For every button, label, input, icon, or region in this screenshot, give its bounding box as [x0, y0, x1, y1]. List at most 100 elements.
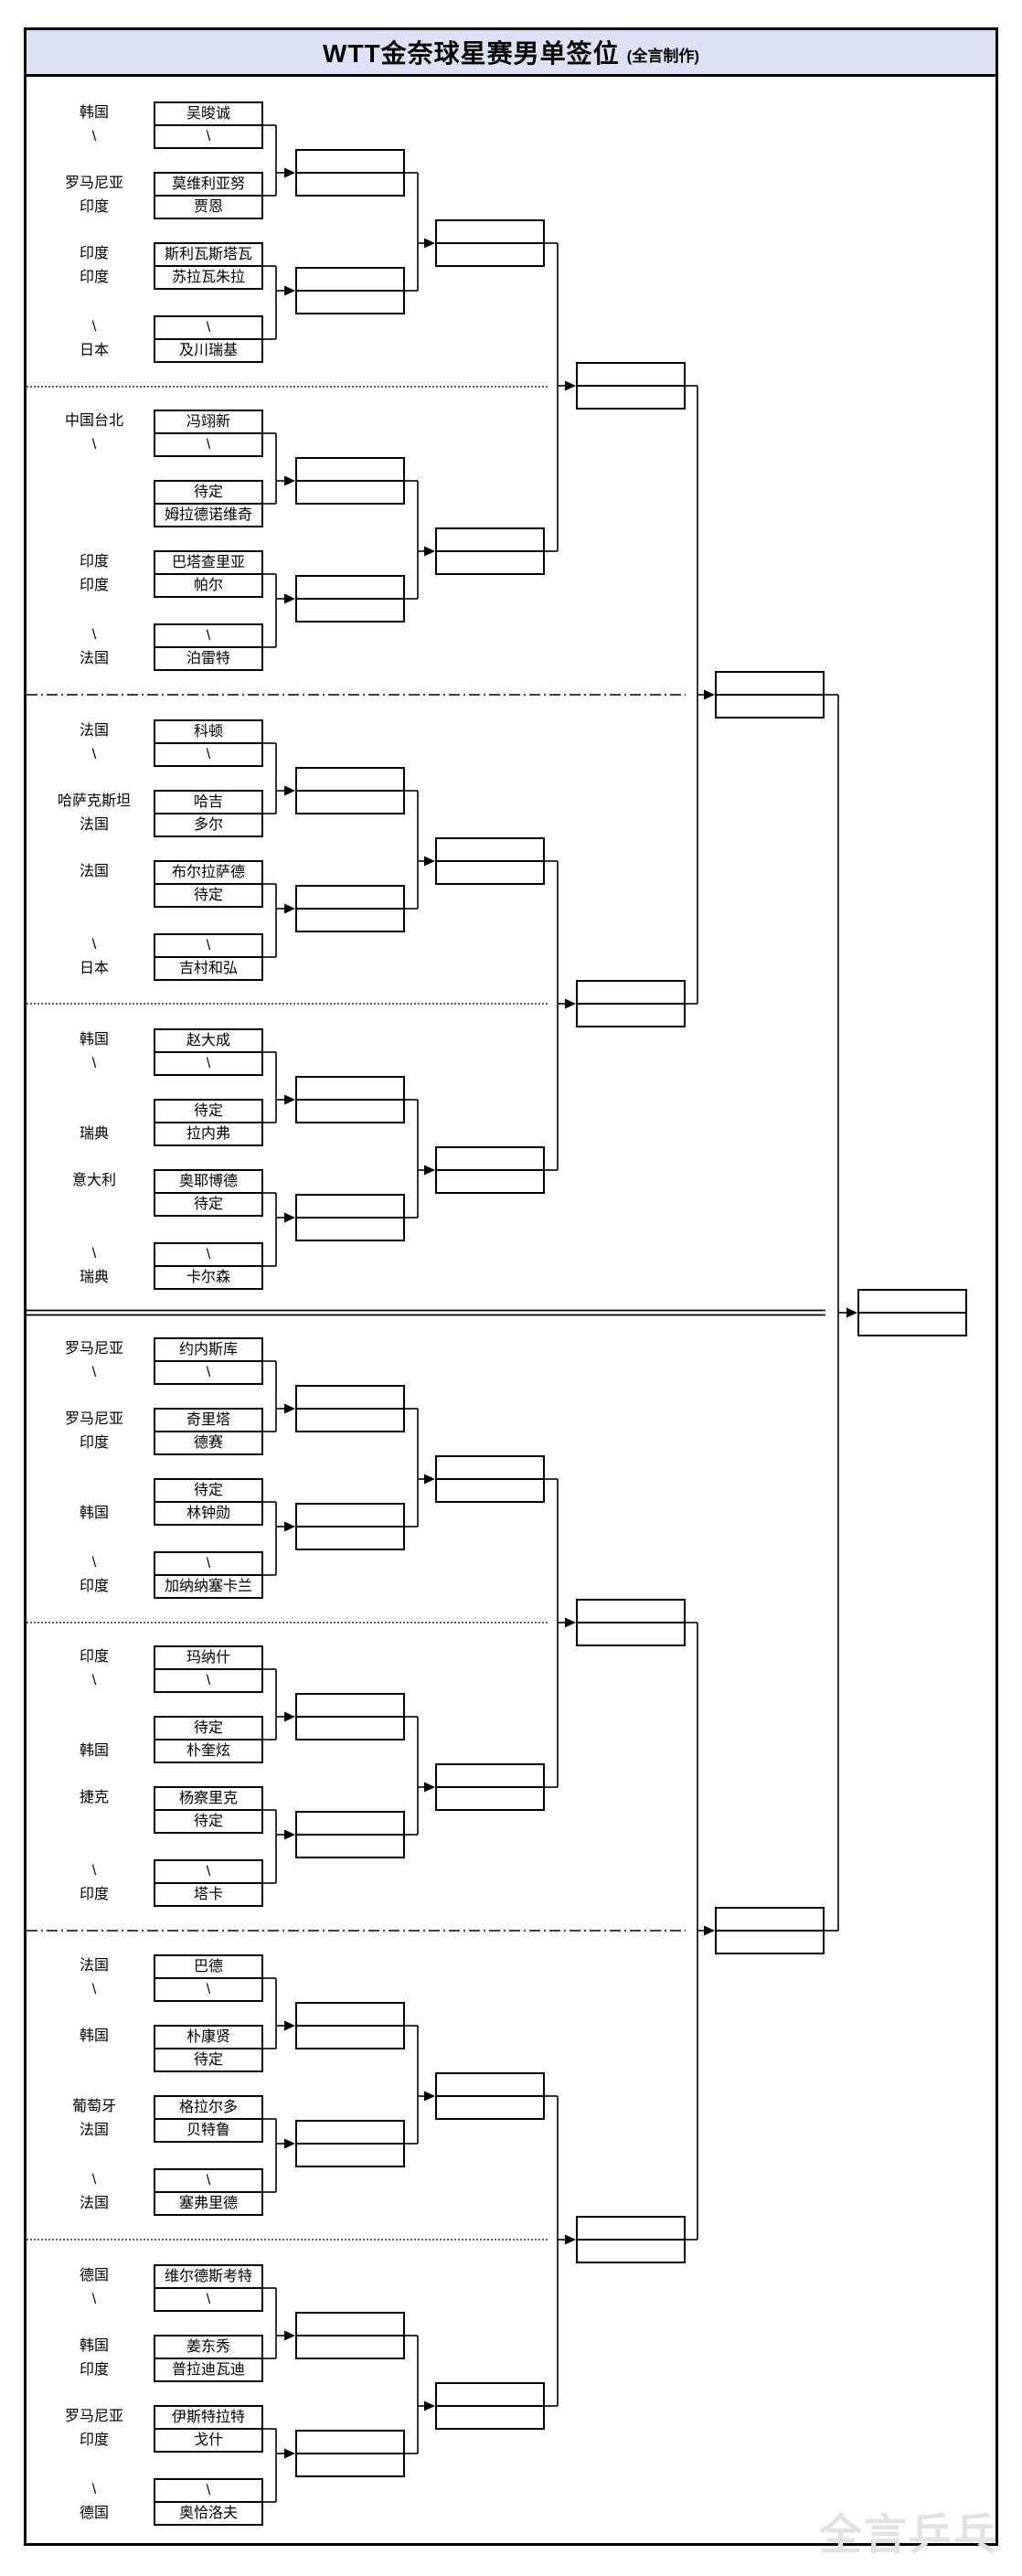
empty-slot-cell: [297, 1505, 403, 1526]
arrowhead-icon: [284, 593, 295, 604]
arrowhead-icon: [565, 998, 576, 1009]
empty-slot-cell: [578, 1003, 684, 1026]
player-cell: 伊斯特拉特: [171, 2410, 245, 2425]
empty-slot-cell: [297, 887, 403, 908]
country-label: \: [91, 1246, 97, 1261]
r3-pair-box: [435, 527, 545, 575]
r2-pair-box: [295, 457, 405, 505]
r1-pair-box: 奇里塔德赛: [154, 1408, 263, 1455]
country-label: 法国: [79, 1958, 109, 1974]
empty-slot-cell: [297, 1196, 403, 1217]
country-label: 韩国: [79, 1032, 109, 1048]
player-cell: 赵大成: [186, 1033, 230, 1048]
r1-pair-box: 姜东秀普拉迪瓦迪: [154, 2335, 263, 2382]
player-cell: 布尔拉萨德: [171, 865, 245, 880]
empty-slot-cell: [297, 151, 403, 172]
player-cell: 林钟勋: [155, 1501, 261, 1524]
country-label: \: [91, 2292, 97, 2307]
empty-slot-cell: [297, 1813, 403, 1834]
country-label: 法国: [79, 2123, 109, 2138]
quarterfinal-pair-box: [576, 362, 686, 410]
country-label: 捷克: [79, 1790, 109, 1805]
semifinal-pair-box: [715, 671, 825, 719]
player-cell: 苏拉瓦朱拉: [155, 265, 261, 288]
empty-slot-cell: [859, 1312, 965, 1335]
country-label: 印度: [79, 554, 109, 569]
empty-slot-cell: [297, 172, 403, 195]
empty-slot-cell: [297, 2432, 403, 2453]
final-pair-box: [857, 1289, 967, 1336]
country-label: 瑞典: [79, 1126, 109, 1142]
r1-pair-box: 科顿\: [154, 719, 263, 767]
player-cell: 待定: [155, 2048, 261, 2070]
country-label: \: [91, 1056, 97, 1071]
empty-slot-cell: [437, 1457, 543, 1478]
arrowhead-icon: [424, 1474, 435, 1485]
empty-slot-cell: [437, 860, 543, 883]
empty-slot-cell: [437, 839, 543, 860]
empty-slot-cell: [717, 694, 823, 717]
country-label: 印度: [79, 1579, 109, 1594]
r1-pair-box: 待定林钟勋: [154, 1478, 263, 1526]
r1-pair-box: 吴晙诚\: [154, 101, 263, 149]
arrowhead-icon: [565, 2234, 576, 2245]
r1-pair-box: \塔卡: [154, 1859, 263, 1907]
r3-pair-box: [435, 1455, 545, 1503]
player-cell: 待定: [155, 883, 261, 906]
player-cell: 待定: [193, 1720, 223, 1736]
r2-pair-box: [295, 149, 405, 197]
arrowhead-icon: [424, 1165, 435, 1176]
r1-pair-box: \奥恰洛夫: [154, 2478, 263, 2526]
player-cell: 莫维利亚努: [171, 176, 245, 192]
r1-pair-box: 朴康贤待定: [154, 2025, 263, 2072]
country-label: 韩国: [79, 2338, 109, 2354]
r3-pair-box: [435, 2072, 545, 2120]
r2-pair-box: [295, 1811, 405, 1858]
player-cell: 拉内弗: [155, 1122, 261, 1144]
country-label: 印度: [79, 578, 109, 593]
arrowhead-icon: [284, 1403, 295, 1414]
arrowhead-icon: [704, 689, 715, 700]
r1-pair-box: \泊雷特: [154, 623, 263, 671]
country-label: 印度: [79, 1435, 109, 1451]
country-label: 韩国: [79, 1506, 109, 1521]
arrowhead-icon: [284, 2020, 295, 2031]
arrowhead-icon: [704, 1925, 715, 1936]
player-cell: 斯利瓦斯塔瓦: [164, 247, 252, 262]
player-cell: 加纳纳塞卡兰: [155, 1574, 261, 1597]
r2-pair-box: [295, 2430, 405, 2477]
r1-pair-box: \吉村和弘: [154, 933, 263, 981]
country-label: 哈萨克斯坦: [57, 793, 131, 809]
empty-slot-cell: [578, 2239, 684, 2262]
country-label: \: [91, 1365, 97, 1380]
player-cell: 吉村和弘: [155, 956, 261, 979]
r1-pair-box: 冯翊新\: [154, 410, 263, 457]
country-label: \: [91, 319, 97, 335]
player-cell: 及川瑞基: [155, 338, 261, 361]
r1-pair-box: 莫维利亚努贾恩: [154, 172, 263, 219]
player-cell: 塔卡: [155, 1882, 261, 1905]
country-label: \: [91, 2482, 97, 2497]
semifinal-pair-box: [715, 1907, 825, 1954]
empty-slot-cell: [297, 269, 403, 290]
player-cell: \: [155, 1051, 261, 1074]
r1-pair-box: 巴德\: [154, 1954, 263, 2002]
quarterfinal-pair-box: [576, 1599, 686, 1646]
empty-slot-cell: [297, 290, 403, 313]
player-cell: \: [206, 2483, 211, 2498]
empty-slot-cell: [297, 2453, 403, 2475]
arrowhead-icon: [284, 1521, 295, 1532]
r2-pair-box: [295, 1503, 405, 1550]
arrowhead-icon: [284, 2448, 295, 2459]
empty-slot-cell: [297, 1695, 403, 1716]
empty-slot-cell: [297, 459, 403, 480]
r2-pair-box: [295, 267, 405, 314]
empty-slot-cell: [437, 2384, 543, 2405]
empty-slot-cell: [297, 1716, 403, 1739]
r3-pair-box: [435, 2382, 545, 2430]
player-cell: \: [155, 432, 261, 455]
country-label: \: [91, 747, 97, 762]
player-cell: \: [155, 742, 261, 765]
country-label: 印度: [79, 2362, 109, 2378]
